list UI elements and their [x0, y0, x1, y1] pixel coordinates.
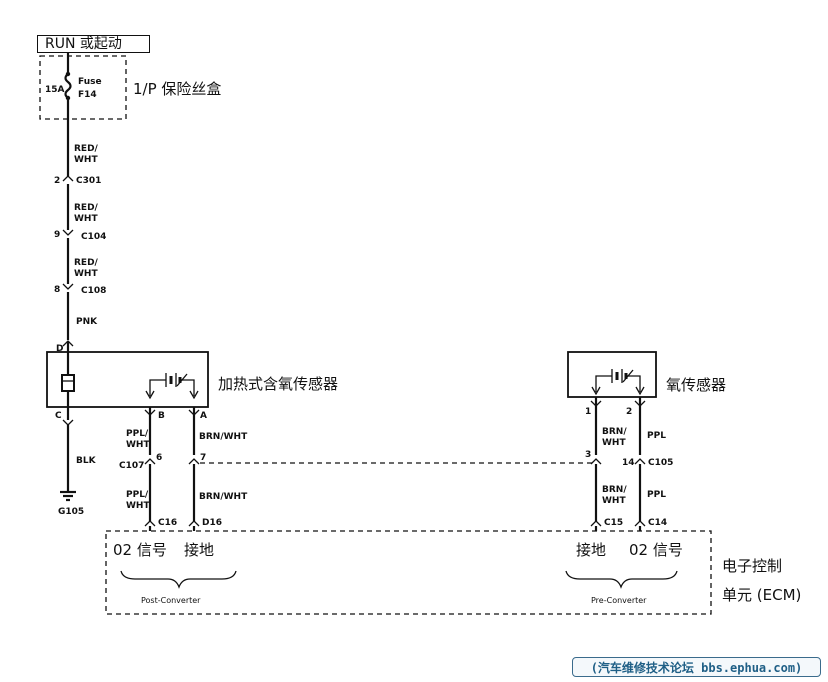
post-wire-a: BRN/WHT — [199, 432, 248, 442]
fuse-name-2: F14 — [78, 90, 97, 100]
c105-pin3: 3 — [585, 450, 591, 460]
ecm-box — [105, 530, 712, 615]
c108-name: C108 — [81, 286, 106, 296]
o2-wire-4: PPL — [647, 490, 666, 500]
sensor-pin-c: C — [55, 411, 62, 421]
ecm-name-2: 单元 (ECM) — [722, 586, 801, 604]
c107-pin7: 7 — [200, 453, 206, 463]
sensor-pin-b: B — [158, 411, 165, 421]
sensor-pin-d: D — [56, 344, 63, 354]
power-source-label: RUN 或起动 — [37, 35, 150, 53]
c104-pin: 9 — [54, 230, 60, 240]
c301-name: C301 — [76, 176, 101, 186]
wire-label-3b: WHT — [74, 269, 98, 279]
fuse-rating: 15A — [45, 85, 65, 95]
connector-c105 — [590, 458, 602, 465]
connector-c104 — [62, 229, 74, 236]
heater-element — [61, 374, 75, 392]
post-converter-brace — [120, 570, 237, 589]
c107-pin6: 6 — [156, 453, 162, 463]
o2-wire-3b: WHT — [602, 496, 626, 506]
heated-sensor-label: 加热式含氧传感器 — [218, 375, 338, 393]
forum-watermark: (汽车维修技术论坛 bbs.ephua.com) — [572, 657, 821, 677]
pre-converter-label: Pre-Converter — [591, 596, 647, 605]
o2-wire-3a: BRN/ — [602, 485, 627, 495]
post-converter-label: Post-Converter — [141, 596, 201, 605]
fuse-symbol — [64, 73, 72, 99]
ecm-name-1: 电子控制 — [722, 557, 782, 575]
c105-pin14: 14 — [622, 458, 635, 468]
c104-name: C104 — [81, 232, 106, 242]
o2-pin-2: 2 — [626, 407, 632, 417]
ecm-pin-c15: C15 — [604, 518, 623, 528]
ground-name: G105 — [58, 507, 84, 517]
sensor-pin-a: A — [200, 411, 207, 421]
ecm-pin-c16: C16 — [158, 518, 177, 528]
o2-sensor-box — [567, 351, 657, 398]
post-wire-a2: BRN/WHT — [199, 492, 248, 502]
fuse-box-label: 1/P 保险丝盒 — [133, 80, 221, 98]
o2-pin-1: 1 — [585, 407, 591, 417]
post-wire-b-1: PPL/ — [126, 429, 149, 439]
c105-name: C105 — [648, 458, 673, 468]
wire-label-1b: WHT — [74, 155, 98, 165]
wire-label-4: PNK — [76, 317, 98, 327]
connector-c301 — [62, 175, 74, 182]
o2-wire-2: PPL — [647, 431, 666, 441]
wire-label-2b: WHT — [74, 214, 98, 224]
ecm-left-signal: 02 信号 — [113, 541, 167, 559]
fuse-name-1: Fuse — [78, 77, 102, 87]
wire-label-1a: RED/ — [74, 144, 99, 154]
c301-pin: 2 — [54, 176, 60, 186]
sensor-cell-icon — [176, 373, 188, 387]
ecm-right-ground: 接地 — [576, 541, 606, 559]
post-wire-b2-1: PPL/ — [126, 490, 149, 500]
ecm-pin-c14: C14 — [648, 518, 667, 528]
ground-wire-color: BLK — [76, 456, 97, 466]
o2-wire-1b: WHT — [602, 438, 626, 448]
ecm-left-ground: 接地 — [184, 541, 214, 559]
ecm-pin-d16: D16 — [202, 518, 222, 528]
o2-sensor-cell-icon — [622, 369, 634, 383]
post-wire-b2-2: WHT — [126, 501, 150, 511]
wire-label-3a: RED/ — [74, 258, 99, 268]
c108-pin: 8 — [54, 285, 60, 295]
pre-converter-brace — [565, 570, 678, 589]
c107-name: C107 — [119, 461, 144, 471]
o2-sensor-label: 氧传感器 — [666, 376, 726, 394]
ecm-right-signal: 02 信号 — [629, 541, 683, 559]
post-wire-b-2: WHT — [126, 440, 150, 450]
connector-c107 — [144, 458, 156, 465]
o2-wire-1a: BRN/ — [602, 427, 627, 437]
connector-c108 — [62, 283, 74, 290]
fuse-box-outline — [39, 55, 127, 120]
wire-label-2a: RED/ — [74, 203, 99, 213]
